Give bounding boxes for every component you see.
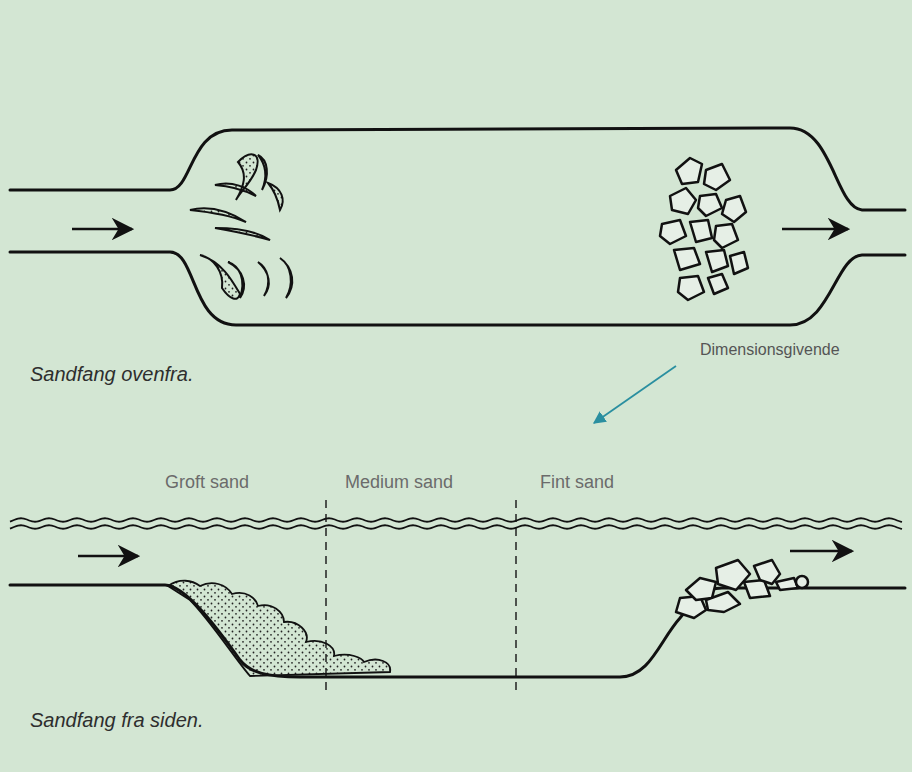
view-caption: Sandfang fra siden. xyxy=(30,708,203,732)
sand-deposit xyxy=(168,581,390,676)
zone-label: Groft sand xyxy=(165,472,249,494)
leader-line xyxy=(594,366,676,423)
flow-arrow xyxy=(72,228,132,231)
water-line xyxy=(10,518,902,522)
flow-arrow xyxy=(782,228,848,231)
flow-arrow xyxy=(790,550,852,553)
water-line xyxy=(10,525,902,529)
rocks xyxy=(676,560,808,618)
view-caption: Sandfang ovenfra. xyxy=(30,362,193,386)
water-surface xyxy=(10,518,902,529)
zone-label: Medium sand xyxy=(345,472,453,494)
channel-bed xyxy=(10,585,905,677)
flow-arrow xyxy=(78,555,138,558)
callout-label: Dimensionsgivende xyxy=(700,340,840,359)
sand-ripples xyxy=(190,154,292,298)
rocks xyxy=(660,158,748,300)
zone-label: Fint sand xyxy=(540,472,614,494)
top-view-outline xyxy=(10,128,905,325)
